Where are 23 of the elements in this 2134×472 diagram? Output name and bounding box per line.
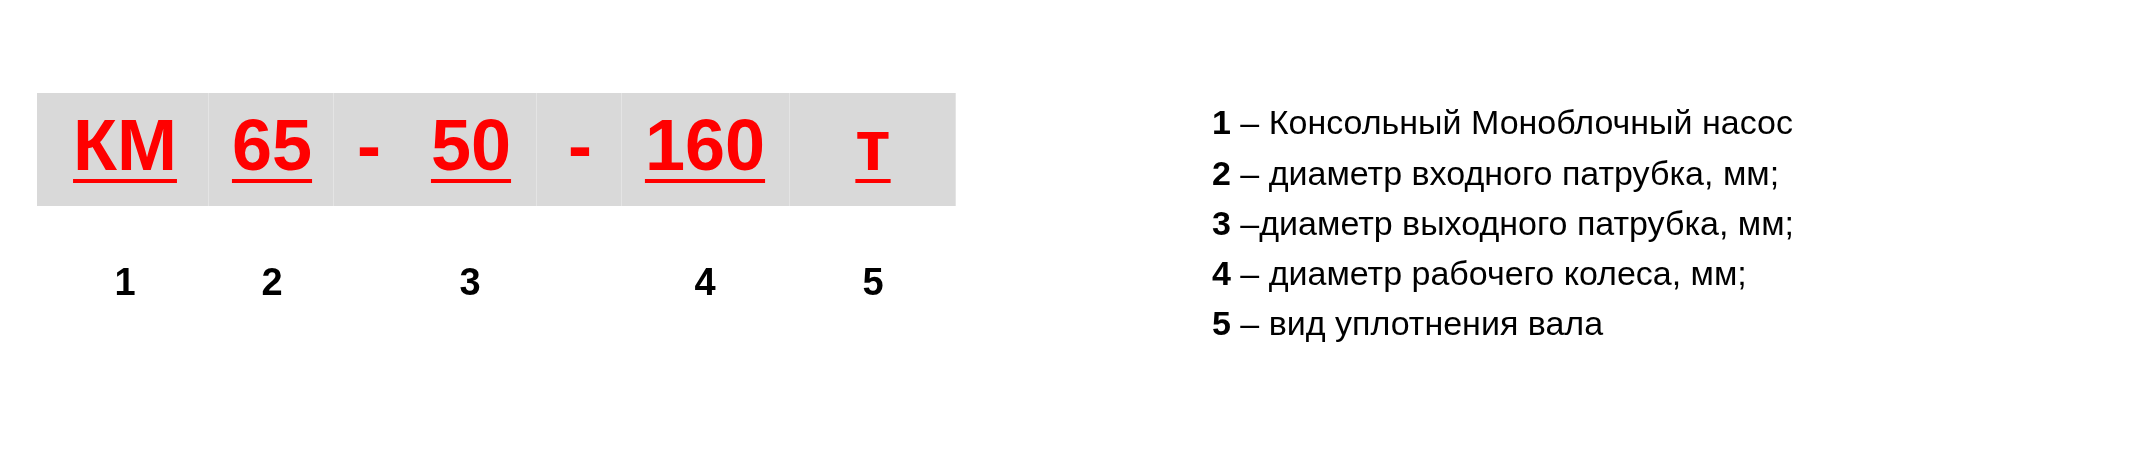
designation-cell <box>790 93 956 206</box>
explanation-line: 1 – Консольный Моноблочный насос <box>1212 101 1793 143</box>
designation-cell <box>209 93 334 206</box>
explanation-line: 3 –диаметр выходного патрубка, мм; <box>1212 202 1795 244</box>
code-part: КМ <box>73 104 177 187</box>
callout-number: 4 <box>694 261 716 305</box>
callout-number: 5 <box>862 261 884 305</box>
explanation-line: 5 – вид уплотнения вала <box>1212 302 1604 344</box>
designation-cell <box>537 93 622 206</box>
callout-number: 3 <box>459 261 481 305</box>
code-part: 65 <box>231 104 313 187</box>
callout-number: 1 <box>114 261 136 305</box>
callout-number: 2 <box>261 261 283 305</box>
explanation-line: 2 – диаметр входного патрубка, мм; <box>1212 152 1780 194</box>
explanation-line: 4 – диаметр рабочего колеса, мм; <box>1212 252 1747 294</box>
code-part: 50 <box>430 104 512 187</box>
code-part: т <box>855 104 891 187</box>
separator-dash: - <box>568 104 592 187</box>
designation-cell <box>37 93 209 206</box>
designation-cell <box>334 93 537 206</box>
designation-cell <box>622 93 790 206</box>
code-part: 160 <box>644 104 766 187</box>
separator-dash: - <box>357 104 381 187</box>
